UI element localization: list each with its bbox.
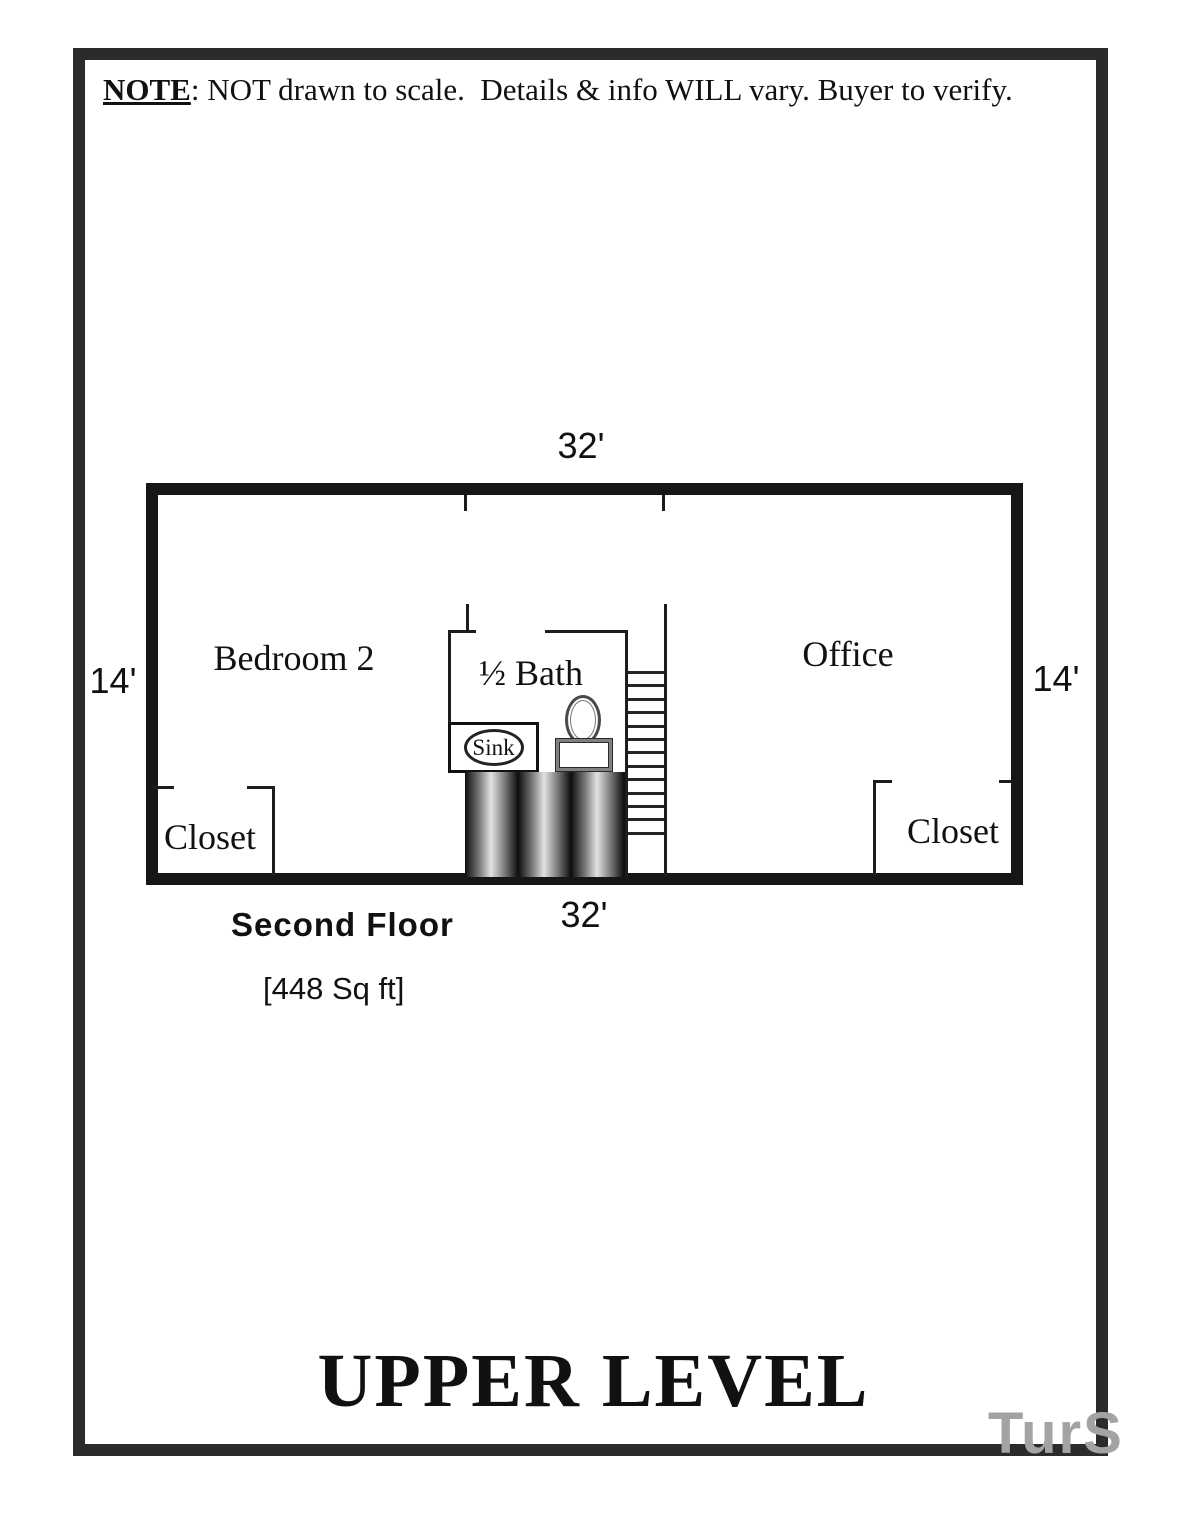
stairwell-right-wall	[664, 604, 667, 877]
page-title: UPPER LEVEL	[317, 1339, 870, 1423]
sink-vanity: Sink	[448, 722, 539, 773]
toilet-tank-icon	[556, 739, 612, 771]
bath-door-hinge-tick	[466, 604, 469, 632]
room-label-closet-left: Closet	[163, 817, 257, 857]
stair-tread	[628, 684, 664, 688]
dimension-top-32ft: 32'	[557, 425, 605, 466]
room-label-bedroom-2: Bedroom 2	[213, 638, 375, 678]
sink-icon: Sink	[463, 729, 524, 766]
bath-left-wall	[448, 630, 451, 724]
note-text: : NOT drawn to scale. Details & info WIL…	[190, 72, 1013, 107]
dimension-right-14ft: 14'	[1032, 658, 1080, 699]
stair-tread	[628, 831, 664, 835]
sink-label: Sink	[472, 734, 515, 760]
top-wall-stub-left	[464, 495, 467, 511]
floor-name-label: Second Floor	[231, 906, 454, 943]
disclaimer-note: NOTE: NOT drawn to scale. Details & info…	[103, 72, 1098, 108]
square-footage-label: [448 Sq ft]	[263, 971, 405, 1006]
stair-tread	[628, 805, 664, 808]
left-closet-right-wall	[272, 786, 275, 875]
stair-tread	[628, 791, 664, 795]
stairwell-left-wall	[625, 630, 628, 877]
stair-tread	[628, 751, 664, 755]
dimension-left-14ft: 14'	[89, 660, 137, 701]
toilet-bowl-icon	[565, 695, 601, 745]
shaded-stair-block	[465, 772, 625, 877]
right-closet-left-wall	[873, 780, 876, 875]
room-label-closet-right: Closet	[906, 811, 1000, 851]
top-wall-stub-right	[662, 495, 665, 511]
stair-tread	[628, 697, 664, 701]
dimension-bottom-32ft: 32'	[560, 894, 608, 935]
stair-tread	[628, 724, 664, 728]
bath-top-wall-right-segment	[545, 630, 628, 633]
left-closet-top-wall-left-segment	[152, 786, 174, 789]
watermark-text: TurS	[988, 1401, 1124, 1466]
stair-tread	[628, 764, 664, 768]
room-label-office: Office	[802, 634, 894, 674]
right-closet-top-wall-right-segment	[999, 780, 1013, 783]
stair-tread	[628, 671, 664, 674]
left-closet-top-wall-right-segment	[247, 786, 275, 789]
stair-tread	[628, 738, 664, 741]
stair-tread	[628, 818, 664, 822]
bath-top-wall-left-segment	[448, 630, 476, 633]
right-closet-top-wall-left-segment	[873, 780, 892, 783]
stair-tread	[628, 711, 664, 715]
staircase-treads	[628, 671, 664, 838]
floor-plan-outer-walls	[146, 483, 1023, 885]
note-label: NOTE	[103, 72, 191, 107]
stair-tread	[628, 778, 664, 782]
room-label-half-bath: ½ Bath	[479, 653, 583, 693]
